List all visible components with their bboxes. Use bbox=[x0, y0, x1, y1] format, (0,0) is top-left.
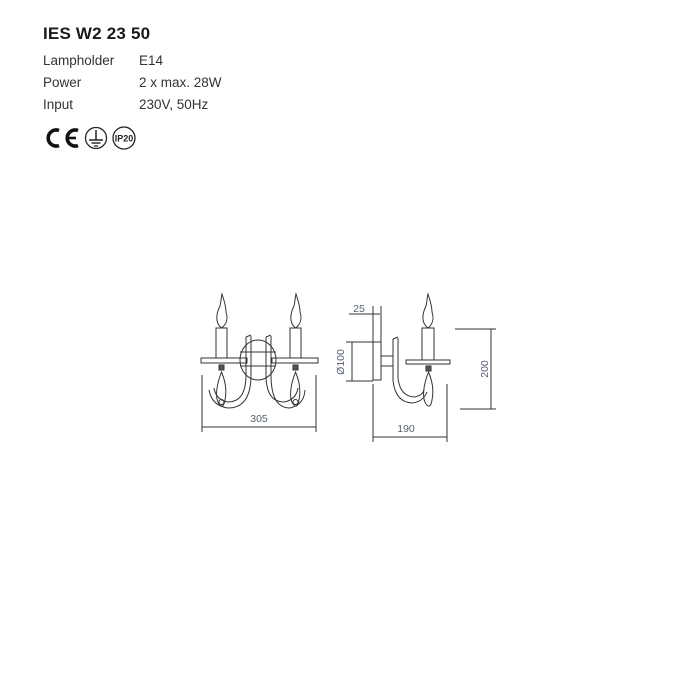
spec-label: Input bbox=[43, 97, 74, 112]
dimension-width bbox=[201, 375, 317, 432]
dimension-mount-diameter bbox=[346, 341, 373, 382]
spec-row-power: Power 2 x max. 28W bbox=[43, 72, 222, 94]
dimension-height bbox=[455, 328, 496, 410]
spec-value: E14 bbox=[139, 53, 164, 68]
ip-rating-text: IP20 bbox=[115, 134, 134, 144]
dimension-mount-depth bbox=[349, 306, 382, 342]
spec-value: 230V, 50Hz bbox=[139, 97, 209, 112]
spec-row-input: Input 230V, 50Hz bbox=[43, 94, 222, 116]
front-view bbox=[200, 292, 319, 409]
product-title: IES W2 23 50 bbox=[43, 24, 151, 43]
width-label: 305 bbox=[250, 413, 268, 425]
height-label: 200 bbox=[479, 360, 491, 378]
mount-depth-label: 25 bbox=[353, 303, 365, 315]
wall-plate bbox=[372, 341, 382, 381]
mount-diameter-label: Ø100 bbox=[335, 349, 347, 375]
ce-mark-icon bbox=[46, 128, 79, 148]
certification-icons: IP20 bbox=[43, 126, 137, 150]
dimension-depth bbox=[372, 384, 448, 442]
spec-row-lampholder: Lampholder E14 bbox=[43, 50, 222, 72]
spec-value: 2 x max. 28W bbox=[139, 75, 222, 90]
depth-label: 190 bbox=[397, 423, 415, 435]
spec-label: Lampholder bbox=[43, 53, 115, 68]
earth-ground-icon bbox=[84, 126, 108, 150]
spec-label: Power bbox=[43, 75, 82, 90]
spec-table: Lampholder E14 Power 2 x max. 28W Input … bbox=[43, 50, 222, 116]
wall-mount-disc bbox=[239, 339, 277, 381]
side-view bbox=[372, 292, 451, 407]
ip-rating-icon: IP20 bbox=[112, 126, 136, 150]
